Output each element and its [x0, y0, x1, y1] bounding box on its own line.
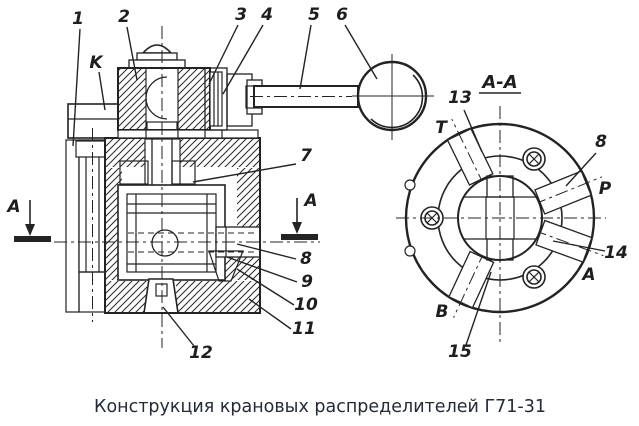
center-lines	[54, 26, 320, 348]
spool-cavity	[117, 184, 226, 281]
port-label-p: P	[599, 179, 612, 199]
part-label-13: 13	[448, 88, 472, 108]
part-label-k: K	[89, 53, 104, 73]
part-label-11: 11	[292, 319, 316, 339]
detent-crescent	[145, 76, 168, 120]
part-label-3: 3	[235, 5, 247, 25]
section-title-text: А-А	[480, 72, 517, 93]
cover-flange	[117, 129, 259, 139]
part-label-15: 15	[448, 342, 472, 362]
part-label-4: 4	[260, 5, 273, 25]
port-label-b: B	[436, 302, 449, 322]
k-plate	[67, 103, 121, 139]
part-label-9: 9	[301, 272, 313, 292]
section-leaders	[463, 109, 606, 346]
seal-tab-upper	[404, 179, 416, 191]
section-labels: 13 T 8 P 14 A B 15	[435, 88, 628, 362]
bottom-plug	[143, 278, 179, 314]
spring-washers-right	[171, 160, 196, 185]
section-label-a-left: A	[5, 197, 20, 217]
left-stud	[65, 128, 110, 322]
section-title: А-А	[479, 72, 521, 94]
part-label-5: 5	[308, 5, 320, 25]
part-labels: 1 2 3 4 5 6 K 7 8 9 10 11 12	[72, 5, 348, 363]
part-label-8: 8	[300, 249, 312, 269]
part-label-2: 2	[118, 7, 130, 27]
seal-tab-lower	[404, 245, 416, 257]
handle-rod	[250, 85, 359, 108]
part-label-7: 7	[300, 146, 312, 166]
screw-top	[522, 147, 546, 171]
part-label-14: 14	[604, 243, 628, 263]
detent-ball	[151, 229, 179, 257]
valve-body	[104, 137, 261, 314]
leader-lines	[72, 24, 378, 347]
upper-cover	[117, 44, 259, 139]
handle-ball	[352, 54, 434, 140]
side-port	[208, 226, 261, 282]
port-label-a: A	[580, 265, 595, 285]
section-arrow-left: A	[5, 197, 51, 242]
screw-bottom	[522, 265, 546, 289]
port-channel-a	[533, 219, 604, 263]
figure-caption: Конструкция крановых распределителей Г71…	[94, 397, 546, 417]
spring-washers-left	[119, 160, 149, 185]
part-label-10: 10	[294, 295, 318, 315]
part-label-1: 1	[72, 9, 84, 29]
front-section-view: A A 1 2 3 4	[5, 5, 434, 363]
port-label-t: T	[435, 118, 448, 138]
section-center-lines	[396, 106, 606, 342]
section-label-a-right: A	[302, 191, 317, 211]
section-view-a-a: А-А	[396, 72, 628, 362]
section-arrow-right: A	[281, 191, 318, 240]
part-label-8-section: 8	[595, 132, 607, 152]
part-label-12: 12	[189, 343, 213, 363]
part-label-6: 6	[336, 5, 348, 25]
